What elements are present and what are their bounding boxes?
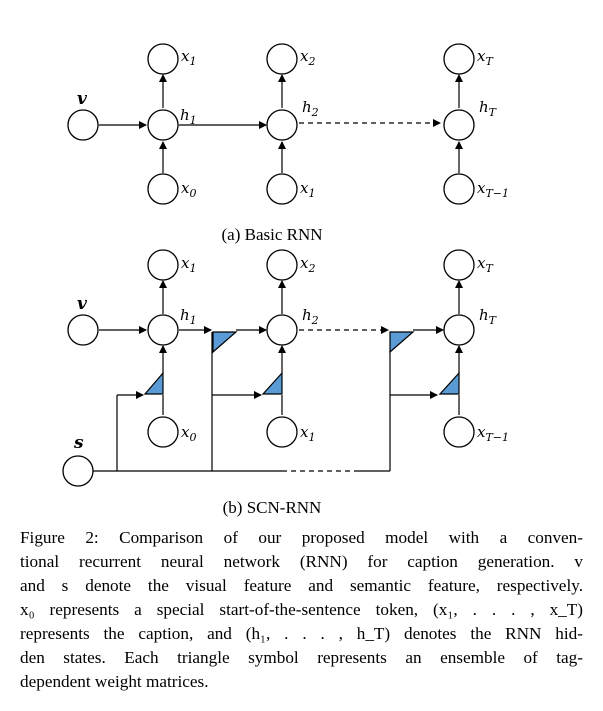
node-h1 bbox=[147, 314, 179, 346]
node-h2 bbox=[266, 109, 298, 141]
label-hT: hT bbox=[479, 306, 498, 327]
node-x2-out bbox=[266, 43, 298, 75]
panel-scn-rnn: v s h1 h2 hT x1 x2 xT x0 x1 xT−1 (b) SCN… bbox=[62, 249, 509, 517]
label-x1-in: x1 bbox=[300, 423, 315, 444]
node-xT-out bbox=[443, 249, 475, 281]
node-xT-1-in bbox=[443, 173, 475, 205]
rnn-diagram: v h1 h2 hT x1 x2 xT x0 x1 xT−1 (a) Basic… bbox=[62, 43, 509, 517]
node-x1-out bbox=[147, 43, 179, 75]
node-hT bbox=[443, 109, 475, 141]
label-xT-out: xT bbox=[477, 254, 494, 275]
label-x1-in: x1 bbox=[300, 179, 315, 200]
label-x0-in: x0 bbox=[181, 179, 196, 200]
label-h1: h1 bbox=[180, 306, 197, 327]
caption-line: represents the caption, and (h₁, . . . ,… bbox=[20, 624, 583, 643]
tag-weights-triangle-in-2 bbox=[261, 371, 283, 395]
tag-weights-triangle-in-1 bbox=[143, 371, 164, 395]
caption-line: Figure 2: Comparison of our proposed mod… bbox=[20, 528, 583, 547]
tag-weights-triangle-rec-2 bbox=[389, 331, 415, 354]
label-h2: h2 bbox=[302, 98, 319, 119]
node-x1-in bbox=[266, 416, 298, 448]
node-x0-in bbox=[147, 416, 179, 448]
tag-weights-triangle-in-3 bbox=[438, 371, 460, 395]
panel-basic-rnn: v h1 h2 hT x1 x2 xT x0 x1 xT−1 (a) Basic… bbox=[67, 43, 509, 244]
caption-line: den states. Each triangle symbol represe… bbox=[20, 648, 583, 667]
caption-line: tional recurrent neural network (RNN) fo… bbox=[20, 552, 583, 571]
node-x1-out bbox=[147, 249, 179, 281]
label-v: v bbox=[77, 294, 88, 314]
label-h2: h2 bbox=[302, 306, 319, 327]
label-x2-out: x2 bbox=[300, 47, 315, 68]
node-x1-in bbox=[266, 173, 298, 205]
node-hT bbox=[443, 314, 475, 346]
label-xT-1-in: xT−1 bbox=[477, 423, 509, 444]
label-v: v bbox=[77, 89, 88, 109]
node-xT-1-in bbox=[443, 416, 475, 448]
label-x2-out: x2 bbox=[300, 254, 315, 275]
panel-b-caption: (b) SCN-RNN bbox=[223, 498, 322, 517]
node-xT-out bbox=[443, 43, 475, 75]
node-s bbox=[62, 455, 94, 487]
node-v bbox=[67, 109, 99, 141]
node-v bbox=[67, 314, 99, 346]
label-xT-out: xT bbox=[477, 47, 494, 68]
figure-caption: Figure 2: Comparison of our proposed mod… bbox=[20, 526, 583, 694]
caption-line: and s denote the visual feature and sema… bbox=[20, 576, 583, 595]
label-hT: hT bbox=[479, 98, 498, 119]
node-h1 bbox=[147, 109, 179, 141]
label-x1-out: x1 bbox=[181, 254, 196, 275]
label-x1-out: x1 bbox=[181, 47, 196, 68]
node-h2 bbox=[266, 314, 298, 346]
label-x0-in: x0 bbox=[181, 423, 196, 444]
caption-line: dependent weight matrices. bbox=[20, 672, 209, 691]
tag-weights-triangle-rec-1 bbox=[212, 331, 238, 354]
label-xT-1-in: xT−1 bbox=[477, 179, 509, 200]
label-s: s bbox=[73, 433, 84, 453]
caption-line: x₀ represents a special start-of-the-sen… bbox=[20, 600, 583, 619]
node-x0-in bbox=[147, 173, 179, 205]
panel-a-caption: (a) Basic RNN bbox=[221, 225, 322, 244]
node-x2-out bbox=[266, 249, 298, 281]
label-h1: h1 bbox=[180, 106, 197, 127]
